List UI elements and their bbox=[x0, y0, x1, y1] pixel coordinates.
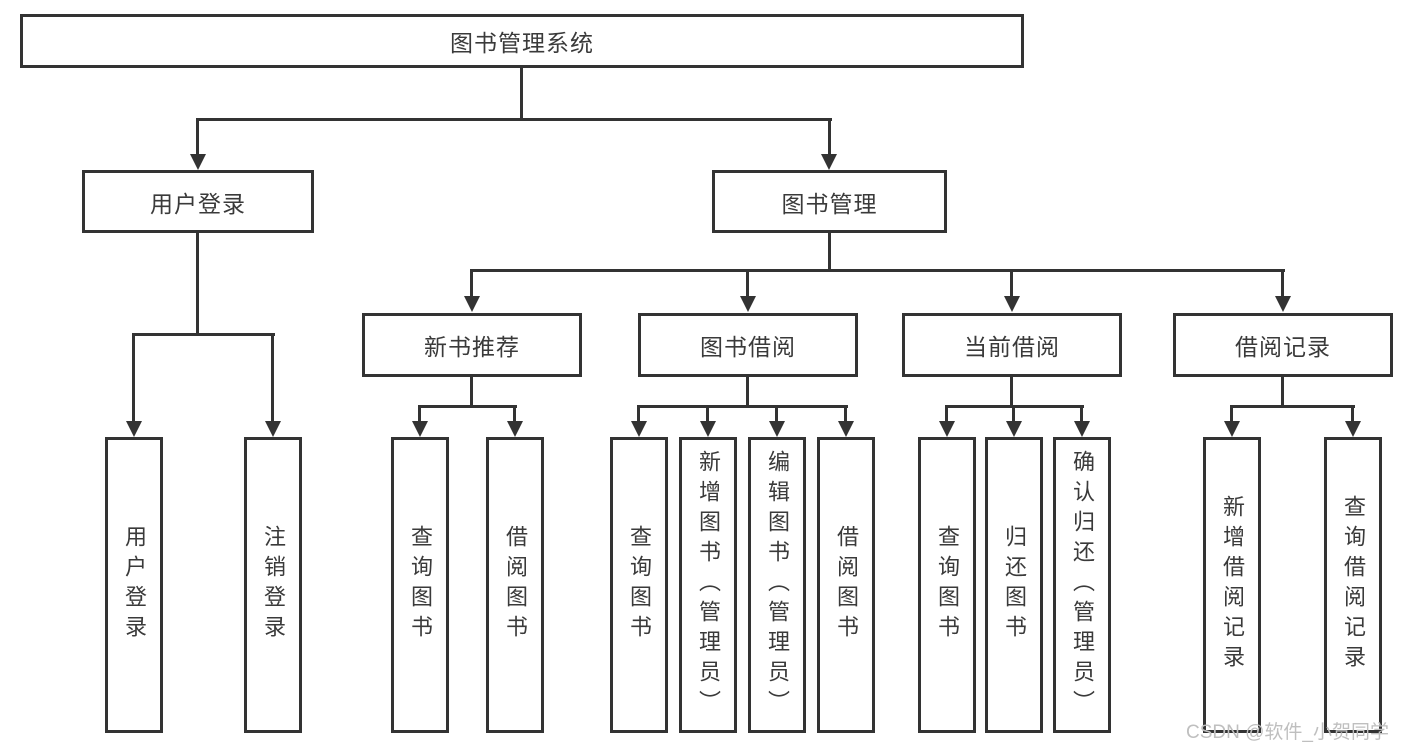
arrowhead-down-icon bbox=[769, 421, 785, 437]
arrowhead-down-icon bbox=[1275, 296, 1291, 312]
connector-line bbox=[513, 408, 516, 422]
connector-line bbox=[637, 408, 640, 422]
arrowhead-down-icon bbox=[1074, 421, 1090, 437]
connector-line bbox=[945, 408, 948, 422]
node-library-system: 图书管理系统 bbox=[20, 14, 1024, 68]
leaf-logout: 注销登录 bbox=[244, 437, 302, 733]
leaf-search-books-current: 查询图书 bbox=[918, 437, 976, 733]
connector-line bbox=[1351, 408, 1354, 422]
connector-line bbox=[520, 68, 523, 121]
leaf-search-books-borrowing: 查询图书 bbox=[610, 437, 668, 733]
leaf-label: 借阅图书 bbox=[503, 525, 528, 645]
node-book-management: 图书管理 bbox=[712, 170, 947, 233]
arrowhead-down-icon bbox=[740, 296, 756, 312]
arrowhead-down-icon bbox=[507, 421, 523, 437]
connector-line bbox=[1012, 408, 1015, 422]
connector-line bbox=[1010, 377, 1013, 408]
watermark: CSDN @软件_小贺同学 bbox=[1186, 722, 1389, 743]
connector-line bbox=[706, 408, 709, 422]
connector-line bbox=[470, 377, 473, 408]
connector-line bbox=[1281, 377, 1284, 408]
leaf-label: 新增借阅记录 bbox=[1220, 495, 1245, 675]
arrowhead-down-icon bbox=[126, 421, 142, 437]
arrowhead-down-icon bbox=[939, 421, 955, 437]
leaf-add-books-admin: 新增图书（管理员） bbox=[679, 437, 737, 733]
leaf-add-borrow-record: 新增借阅记录 bbox=[1203, 437, 1261, 733]
node-borrowing-records: 借阅记录 bbox=[1173, 313, 1393, 377]
connector-line bbox=[418, 405, 517, 408]
connector-line bbox=[775, 408, 778, 422]
arrowhead-down-icon bbox=[1004, 296, 1020, 312]
arrowhead-down-icon bbox=[1224, 421, 1240, 437]
connector-line bbox=[844, 408, 847, 422]
connector-line bbox=[1281, 272, 1284, 298]
connector-line bbox=[746, 272, 749, 298]
connector-line bbox=[418, 408, 421, 422]
leaf-edit-books-admin: 编辑图书（管理员） bbox=[748, 437, 806, 733]
leaf-label: 借阅图书 bbox=[834, 525, 859, 645]
connector-line bbox=[828, 233, 831, 272]
arrowhead-down-icon bbox=[265, 421, 281, 437]
leaf-label: 新增图书（管理员） bbox=[696, 450, 721, 720]
leaf-label: 查询图书 bbox=[408, 525, 433, 645]
leaf-label: 查询图书 bbox=[935, 525, 960, 645]
connector-line bbox=[637, 405, 848, 408]
connector-line bbox=[196, 233, 199, 336]
leaf-label: 用户登录 bbox=[122, 525, 147, 645]
leaf-label: 查询图书 bbox=[627, 525, 652, 645]
connector-line bbox=[1230, 408, 1233, 422]
leaf-search-borrow-record: 查询借阅记录 bbox=[1324, 437, 1382, 733]
arrowhead-down-icon bbox=[700, 421, 716, 437]
node-current-borrowing: 当前借阅 bbox=[902, 313, 1122, 377]
connector-line bbox=[1080, 408, 1083, 422]
connector-line bbox=[470, 269, 1285, 272]
arrowhead-down-icon bbox=[412, 421, 428, 437]
connector-line bbox=[1010, 272, 1013, 298]
leaf-label: 编辑图书（管理员） bbox=[765, 450, 790, 720]
arrowhead-down-icon bbox=[1006, 421, 1022, 437]
leaf-return-books: 归还图书 bbox=[985, 437, 1043, 733]
leaf-label: 确认归还（管理员） bbox=[1070, 450, 1095, 720]
leaf-borrow-books-recommend: 借阅图书 bbox=[486, 437, 544, 733]
connector-line bbox=[132, 333, 275, 336]
connector-line bbox=[746, 377, 749, 408]
connector-line bbox=[196, 121, 199, 155]
arrowhead-down-icon bbox=[190, 154, 206, 170]
leaf-label: 注销登录 bbox=[261, 525, 286, 645]
node-new-book-recommendation: 新书推荐 bbox=[362, 313, 582, 377]
connector-line bbox=[945, 405, 1084, 408]
leaf-borrow-books-borrowing: 借阅图书 bbox=[817, 437, 875, 733]
arrowhead-down-icon bbox=[838, 421, 854, 437]
connector-line bbox=[470, 272, 473, 298]
leaf-search-books-recommend: 查询图书 bbox=[391, 437, 449, 733]
connector-line bbox=[196, 118, 832, 121]
leaf-label: 归还图书 bbox=[1002, 525, 1027, 645]
leaf-confirm-return-admin: 确认归还（管理员） bbox=[1053, 437, 1111, 733]
node-book-borrowing: 图书借阅 bbox=[638, 313, 858, 377]
leaf-user-login: 用户登录 bbox=[105, 437, 163, 733]
arrowhead-down-icon bbox=[1345, 421, 1361, 437]
arrowhead-down-icon bbox=[821, 154, 837, 170]
arrowhead-down-icon bbox=[631, 421, 647, 437]
arrowhead-down-icon bbox=[464, 296, 480, 312]
node-user-login: 用户登录 bbox=[82, 170, 314, 233]
connector-line bbox=[271, 336, 274, 423]
connector-line bbox=[132, 336, 135, 423]
connector-line bbox=[1230, 405, 1355, 408]
connector-line bbox=[828, 121, 831, 155]
leaf-label: 查询借阅记录 bbox=[1341, 495, 1366, 675]
